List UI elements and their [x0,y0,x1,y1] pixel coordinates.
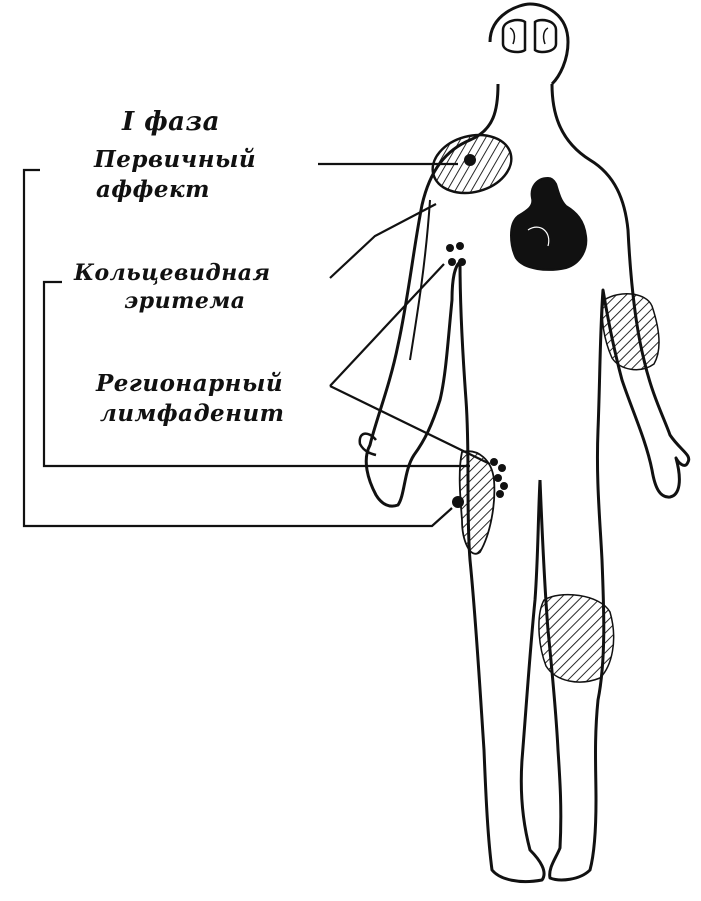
brain-icon [503,20,556,52]
label-primary-affect-line1: Первичный [94,146,256,173]
bracket-primary-affect [24,170,452,526]
label-annular-erythema-line1: Кольцевидная [74,260,271,286]
leader-lymph-axillary [330,264,444,386]
body-outline-left [366,84,544,882]
label-regional-lymphadenitis-line1: Регионарный [96,370,283,397]
phase-title: I фаза [122,107,220,137]
label-annular-erythema-line2: эритема [124,288,246,314]
left-thumb [360,434,376,455]
axillary-lymph-nodes [446,242,466,266]
label-primary-affect-line2: аффект [96,176,210,203]
heart-icon [511,178,586,270]
knee-erythema-patch [539,595,614,682]
label-regional-lymphadenitis-line2: лимфаденит [100,400,285,427]
arm-erythema-patch [602,294,659,370]
